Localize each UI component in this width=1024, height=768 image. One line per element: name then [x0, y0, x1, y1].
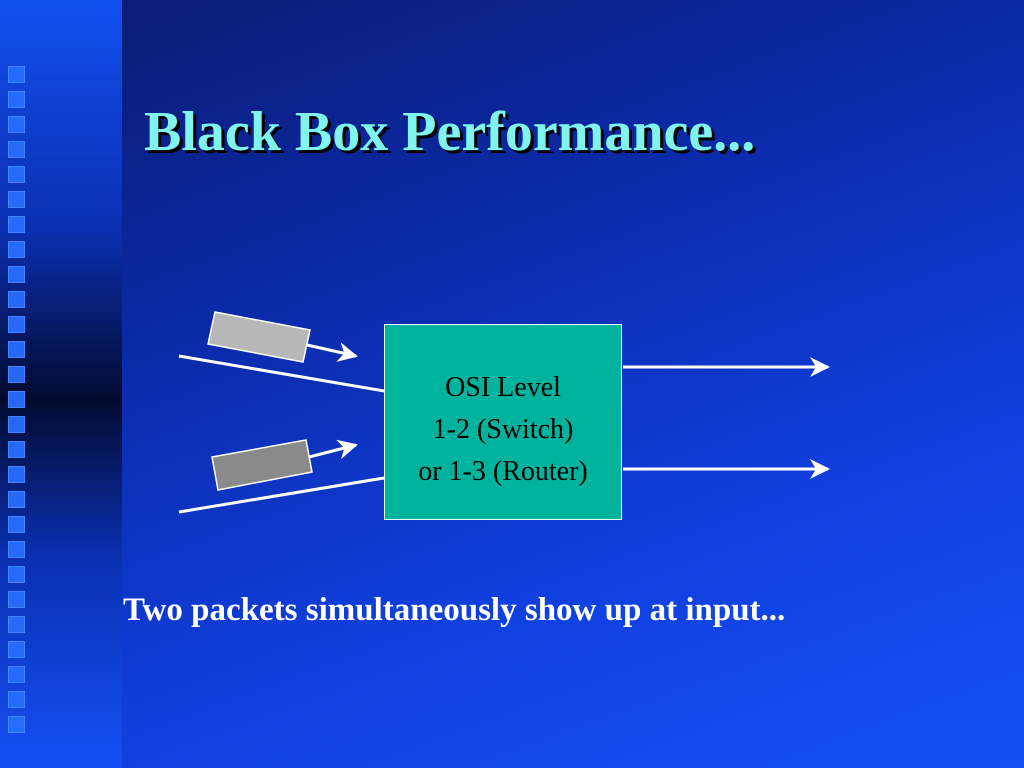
packet-top-arrow — [306, 342, 358, 362]
slide-title: Black Box Performance... — [144, 101, 756, 163]
black-box-device: OSI Level 1-2 (Switch) or 1-3 (Router) — [384, 324, 622, 520]
packet-bottom-arrow — [308, 439, 358, 460]
box-line-2: 1-2 (Switch) — [432, 414, 574, 445]
packet-top — [207, 311, 311, 363]
box-line-1: OSI Level — [445, 372, 561, 403]
input-line-top — [178, 354, 385, 393]
slide-caption: Two packets simultaneously show up at in… — [123, 592, 786, 628]
left-decorative-band — [0, 0, 122, 768]
packet-bottom — [211, 439, 313, 491]
input-line-bottom — [178, 476, 385, 514]
square-strip — [8, 66, 26, 746]
box-line-3: or 1-3 (Router) — [418, 456, 588, 487]
